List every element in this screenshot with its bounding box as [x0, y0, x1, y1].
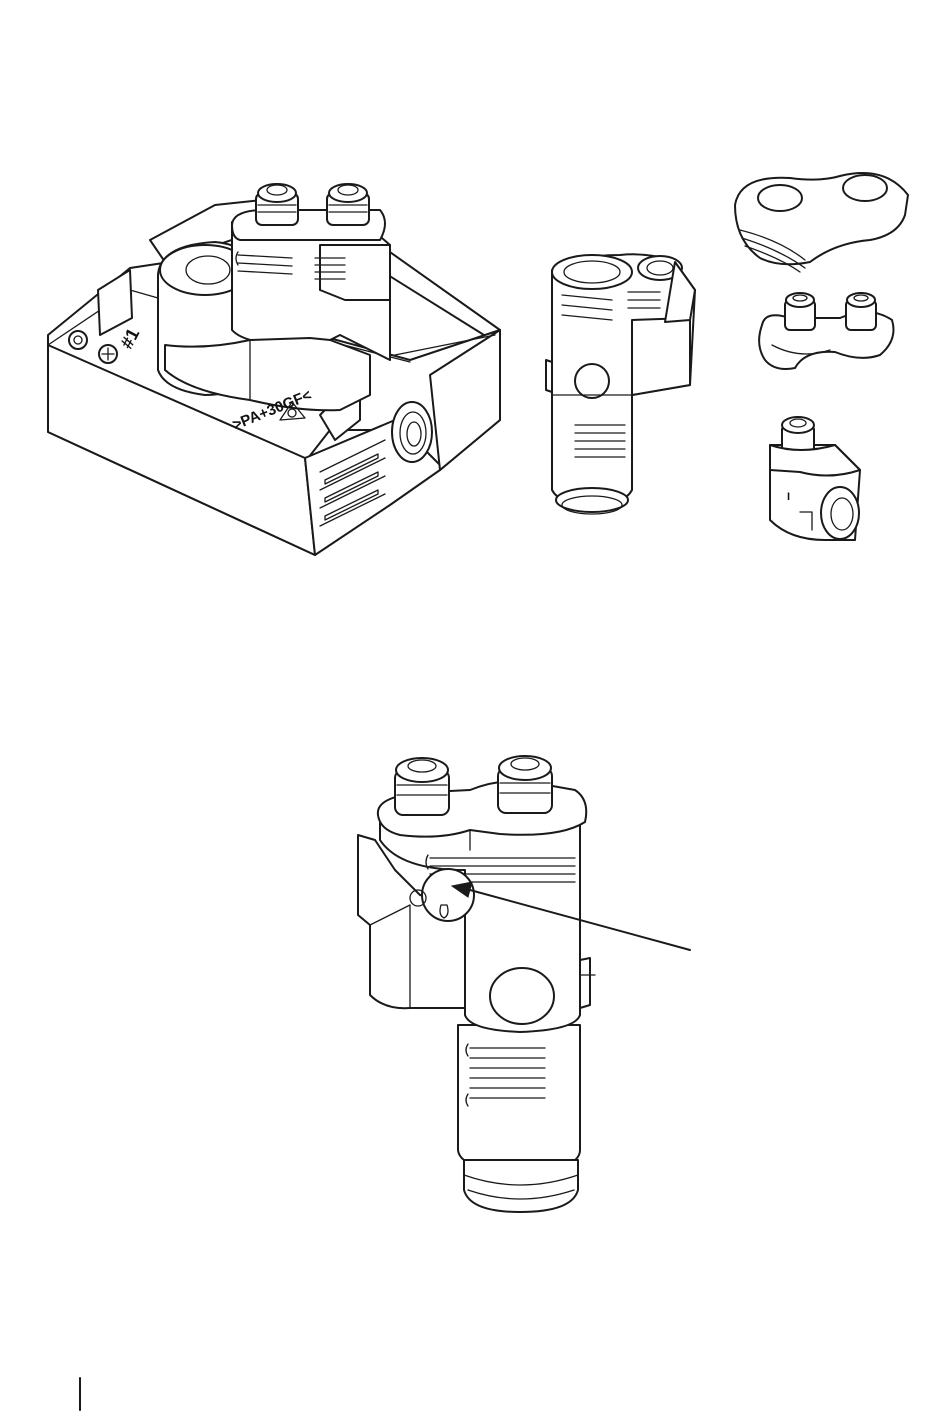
double-cap [735, 173, 908, 272]
double-nipple [759, 293, 893, 369]
sensor-detail [358, 756, 690, 1212]
housing-assembly: #1 >PA+30GF< [48, 184, 500, 555]
elbow-adapter: I [770, 417, 860, 540]
tall-adapter [546, 254, 695, 514]
adapter-mark: I [787, 491, 790, 503]
